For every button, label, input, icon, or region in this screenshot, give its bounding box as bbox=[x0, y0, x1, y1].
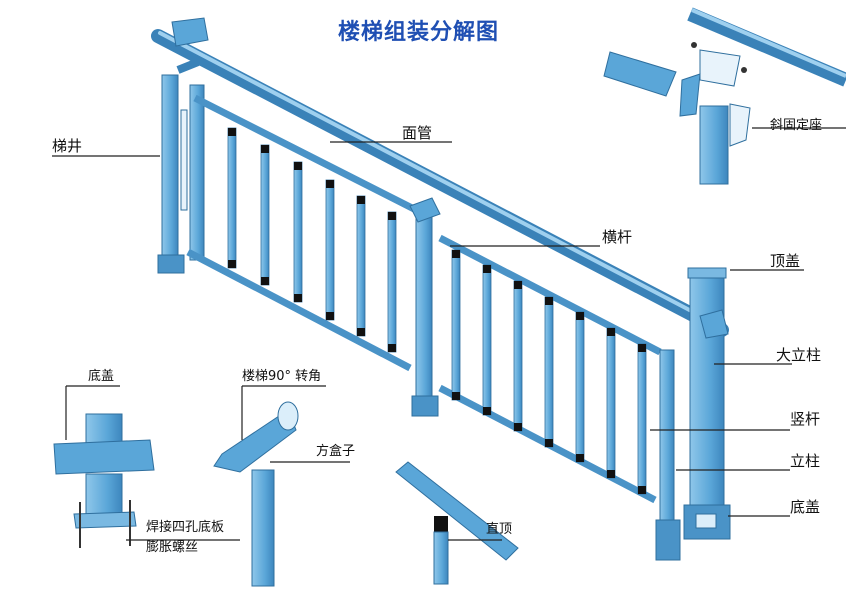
big-post-bottom-window bbox=[695, 513, 717, 529]
label-top-cap: 顶盖 bbox=[770, 252, 801, 270]
face-tube-pipe bbox=[151, 29, 729, 337]
label-bottom-cap-right: 底盖 bbox=[790, 498, 821, 516]
bl-post-top bbox=[85, 413, 123, 445]
middle-post-saddle bbox=[409, 197, 441, 223]
detail-plate bbox=[603, 51, 677, 97]
small-post-base bbox=[655, 519, 681, 561]
straight-top-bar bbox=[395, 461, 519, 561]
detail-seat-mid bbox=[679, 73, 701, 117]
middle-post bbox=[415, 209, 433, 411]
bl-bolts bbox=[79, 500, 131, 548]
label-bottom-cap-left: 底盖 bbox=[88, 369, 115, 384]
detail-seat-lower bbox=[729, 103, 751, 147]
label-square-box: 方盒子 bbox=[316, 444, 356, 459]
bl-bottom-cap bbox=[53, 439, 155, 475]
cross-bar-upper-1 bbox=[193, 94, 422, 216]
big-post-saddle bbox=[699, 309, 729, 339]
label-base-plate: 焊接四孔底板 bbox=[146, 520, 225, 535]
label-baluster: 竖杆 bbox=[790, 410, 821, 428]
stair-well-brace bbox=[176, 58, 200, 74]
corner-post bbox=[251, 469, 275, 587]
stair-well-base bbox=[157, 254, 185, 274]
straight-top-cap bbox=[434, 516, 448, 532]
diagram-title: 楼梯组装分解图 bbox=[338, 20, 500, 45]
label-post: 立柱 bbox=[790, 452, 821, 470]
face-tube-highlight bbox=[158, 31, 722, 328]
cross-bar-upper-2 bbox=[438, 234, 662, 356]
detail-pipe-hl bbox=[691, 8, 846, 78]
bl-base-plate bbox=[73, 511, 137, 529]
label-big-post: 大立柱 bbox=[776, 346, 822, 364]
big-post-top-cap bbox=[687, 267, 727, 279]
corner-elbow bbox=[213, 409, 297, 473]
stair-well-post-left bbox=[161, 74, 179, 266]
detail-seat-top bbox=[699, 49, 741, 87]
corner-opening bbox=[277, 401, 299, 431]
label-face-tube: 面管 bbox=[402, 124, 433, 142]
detail-screw-1 bbox=[691, 42, 697, 48]
straight-top-post bbox=[433, 531, 449, 585]
label-corner: 楼梯90° 转角 bbox=[242, 369, 322, 384]
middle-post-base bbox=[411, 395, 439, 417]
stair-well-slot-1 bbox=[180, 109, 188, 211]
bl-post-bottom bbox=[85, 473, 123, 517]
label-stair-well: 梯井 bbox=[52, 137, 83, 155]
baluster-caps-panel-1 bbox=[228, 128, 396, 352]
small-post bbox=[659, 349, 675, 531]
stair-well-post-right bbox=[189, 84, 205, 261]
cross-bar-lower-1 bbox=[186, 248, 412, 372]
detail-screw-2 bbox=[741, 67, 747, 73]
label-straight-top: 直顶 bbox=[486, 522, 513, 537]
leader-lines bbox=[52, 127, 846, 541]
top-left-bracket bbox=[171, 17, 209, 47]
baluster-caps-panel-2 bbox=[452, 250, 646, 494]
label-slant-seat: 斜固定座 bbox=[770, 118, 823, 133]
detail-pipe bbox=[687, 7, 846, 87]
balusters-panel-2 bbox=[451, 249, 647, 495]
label-expansion-bolt: 膨胀螺丝 bbox=[146, 540, 199, 555]
detail-post bbox=[699, 105, 729, 185]
label-cross-bar: 横杆 bbox=[602, 228, 633, 246]
